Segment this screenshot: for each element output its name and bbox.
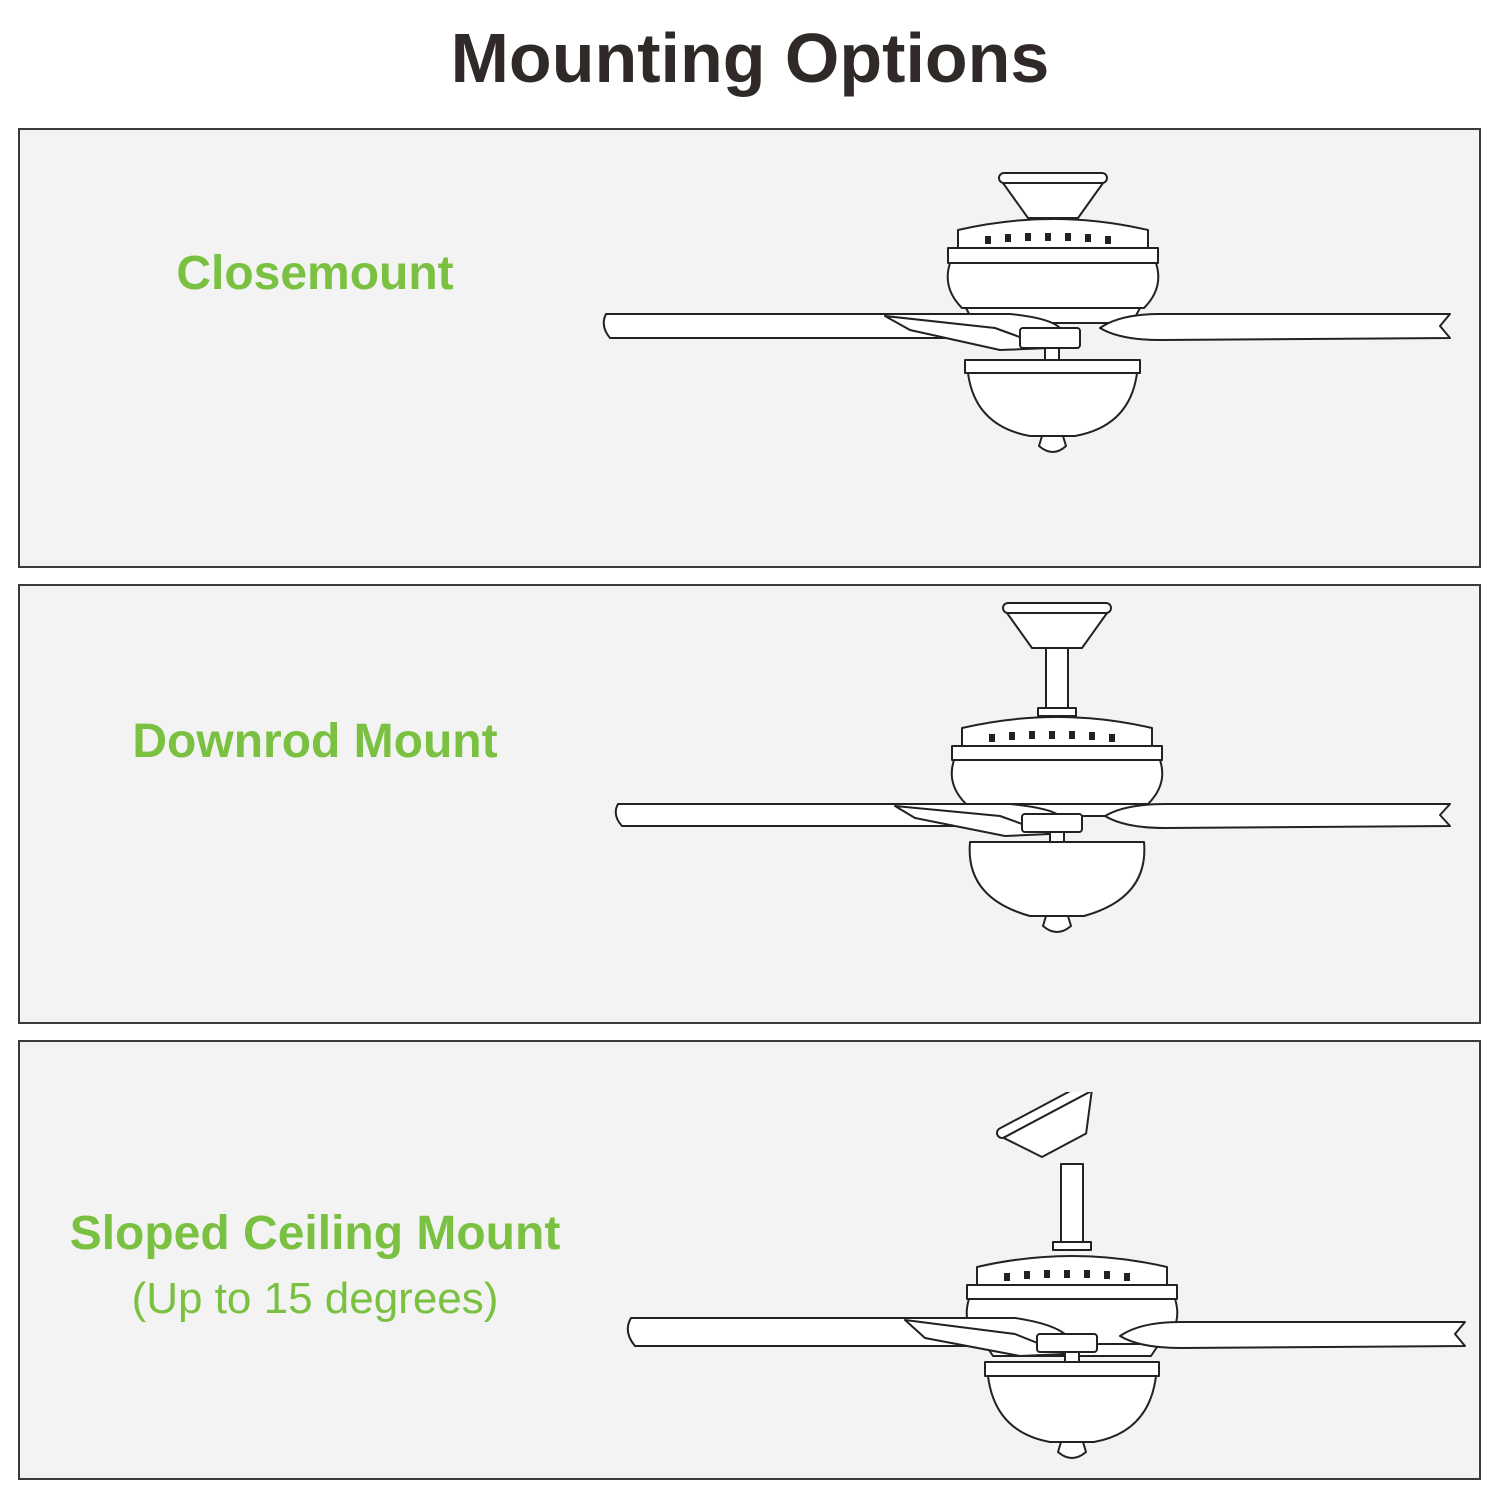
sloped-ceiling-mount-sublabel: (Up to 15 degrees) — [131, 1274, 499, 1323]
sloped-ceiling-mount-label: Sloped Ceiling Mount — [69, 1207, 561, 1260]
downrod-mount-label: Downrod Mount — [132, 715, 498, 768]
closemount-fan-illustration — [580, 168, 1460, 458]
page-title: Mounting Options — [450, 19, 1050, 97]
closemount-label: Closemount — [176, 247, 454, 300]
downrod-mount-panel: Downrod Mount — [18, 584, 1481, 1024]
downrod-mount-fan-illustration — [590, 598, 1470, 938]
sloped-ceiling-mount-panel: Sloped Ceiling Mount (Up to 15 degrees) — [18, 1040, 1481, 1480]
closemount-panel: Closemount — [18, 128, 1481, 568]
sloped-ceiling-mount-fan-illustration — [605, 1092, 1485, 1482]
